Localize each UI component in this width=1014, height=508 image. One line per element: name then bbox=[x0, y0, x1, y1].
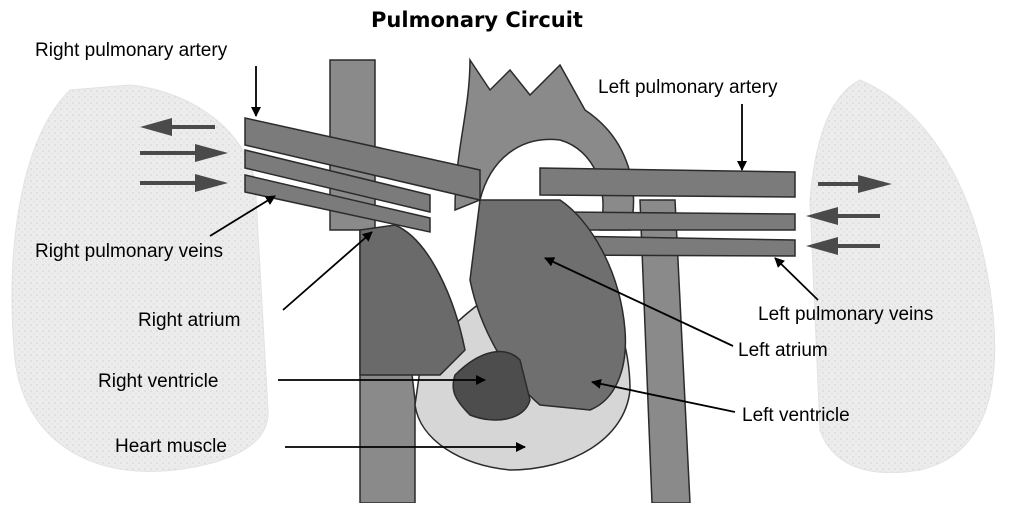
label-left-ventricle: Left ventricle bbox=[742, 405, 850, 426]
label-left-pulmonary-artery: Left pulmonary artery bbox=[598, 77, 778, 98]
right-lung bbox=[12, 85, 268, 472]
label-right-ventricle: Right ventricle bbox=[98, 371, 218, 392]
label-right-pulmonary-artery: Right pulmonary artery bbox=[35, 40, 228, 61]
right-atrium-chamber bbox=[360, 225, 465, 375]
left-pulmonary-artery-vessel bbox=[540, 168, 795, 197]
label-right-pulmonary-veins: Right pulmonary veins bbox=[35, 241, 223, 262]
label-left-atrium: Left atrium bbox=[738, 340, 828, 361]
label-heart-muscle: Heart muscle bbox=[115, 436, 227, 457]
label-right-atrium: Right atrium bbox=[138, 310, 240, 331]
diagram-title: Pulmonary Circuit bbox=[371, 8, 583, 32]
leader-left-pulmonary-veins bbox=[775, 258, 818, 300]
left-pulmonary-vein-upper bbox=[560, 212, 795, 230]
leader-right-atrium bbox=[283, 232, 372, 310]
label-left-pulmonary-veins: Left pulmonary veins bbox=[758, 304, 933, 325]
